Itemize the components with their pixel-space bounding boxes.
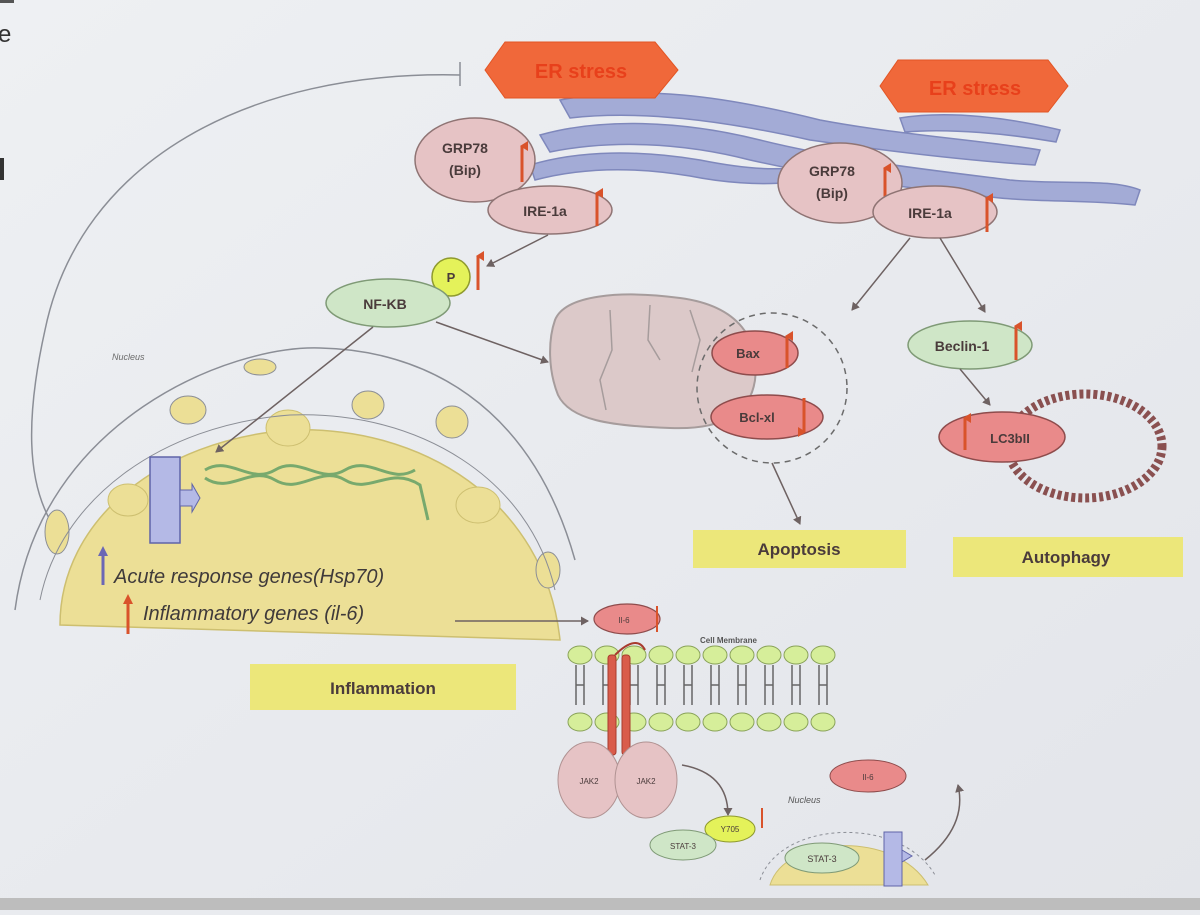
autophagy-label: Autophagy <box>1022 548 1111 567</box>
jak2-left-label: JAK2 <box>579 777 599 786</box>
grp78-left-line2: (Bip) <box>449 162 481 178</box>
lipid-head <box>648 712 674 732</box>
lipid-tail <box>791 665 801 705</box>
inflammatory-genes-arrow-head <box>123 594 133 604</box>
lipid-head <box>756 645 782 665</box>
slide-bottom-edge <box>0 898 1200 910</box>
lipid-head <box>783 712 809 732</box>
nfkb-label: NF-KB <box>363 296 407 312</box>
lipid-tail <box>764 665 774 705</box>
receptor-chains <box>607 642 646 756</box>
lipid-head <box>702 645 728 665</box>
lipid-head <box>810 712 836 732</box>
il6-receptor-node <box>593 603 661 635</box>
nfkb-node <box>325 278 451 328</box>
acute-response-genes-label: Acute response genes(Hsp70) <box>113 566 384 588</box>
acute-genes-arrow-head <box>98 546 108 556</box>
dna-helix <box>204 464 430 521</box>
lipid-head <box>702 712 728 732</box>
inflammation-label: Inflammation <box>330 679 436 698</box>
lipid-tail <box>683 665 693 705</box>
main-nucleus <box>14 347 576 641</box>
jak2-right-label: JAK2 <box>636 777 656 786</box>
grp78-right-node <box>777 142 903 224</box>
small-nucleus-label: Nucleus <box>788 795 821 805</box>
lipid-head <box>675 712 701 732</box>
y705-label: Y705 <box>721 825 740 834</box>
lipid-tail <box>710 665 720 705</box>
bcl2-family-group-circle <box>696 312 848 464</box>
lipid-head <box>567 712 593 732</box>
grp78-right-line1: GRP78 <box>809 163 855 179</box>
ire1a-right-label: IRE-1a <box>908 205 952 221</box>
il6-receptor-label: Il-6 <box>618 616 630 625</box>
pathway-arrows <box>215 234 991 861</box>
lipid-tail <box>575 665 585 705</box>
lipid-head <box>675 645 701 665</box>
bclxl-label: Bcl-xl <box>739 410 774 425</box>
ire1a-right-node <box>872 185 998 239</box>
er-stress-right-label: ER stress <box>929 78 1021 100</box>
apoptosis-box <box>693 530 906 568</box>
transcription-arrow-icon <box>179 482 201 514</box>
mitochondrion <box>549 293 757 430</box>
stat3-left-label: STAT-3 <box>670 842 696 851</box>
cell-boundary-arc <box>30 74 461 521</box>
il6-secreted-label: Il-6 <box>862 773 874 782</box>
lipid-tail <box>818 665 828 705</box>
lipid-head <box>756 712 782 732</box>
beclin1-label: Beclin-1 <box>935 338 990 354</box>
ire1a-left-node <box>487 185 613 235</box>
small-promoter-box <box>883 831 903 887</box>
inflammation-box <box>250 664 516 710</box>
grp78-left-line1: GRP78 <box>442 140 488 156</box>
er-stress-left-label: ER stress <box>535 61 627 83</box>
bclxl-node <box>710 394 824 440</box>
lipid-tail <box>656 665 666 705</box>
lipid-head <box>783 645 809 665</box>
er-stress-right-badge <box>879 59 1069 113</box>
lipid-tail <box>737 665 747 705</box>
lc3bii-node <box>938 411 1066 463</box>
lipid-head <box>810 645 836 665</box>
inflammatory-genes-label: Inflammatory genes (il-6) <box>143 603 364 625</box>
jak2-right-node <box>614 741 678 819</box>
y705-node <box>704 815 756 843</box>
phosphate-node <box>431 257 471 297</box>
slide-edge-mark <box>0 158 4 180</box>
apoptosis-label: Apoptosis <box>757 540 840 559</box>
beclin1-node <box>907 320 1033 370</box>
slide-corner-mark <box>0 0 14 3</box>
er-stress-left-badge <box>484 41 679 99</box>
bax-node <box>711 330 799 376</box>
ire1a-left-label: IRE-1a <box>523 203 567 219</box>
bax-label: Bax <box>736 346 761 361</box>
small-transcription-arrow-icon <box>901 849 913 863</box>
slide-fragment-text: e <box>0 21 11 48</box>
cell-membrane-label: Cell Membrane <box>700 636 757 645</box>
stat3-right-node <box>784 842 860 874</box>
lc3bii-label: LC3bII <box>990 431 1030 446</box>
stat3-left-node <box>649 829 717 861</box>
lipid-head <box>729 712 755 732</box>
phosphate-label: P <box>447 270 456 285</box>
lipid-head <box>567 645 593 665</box>
nucleus-label: Nucleus <box>112 352 145 362</box>
il6-secreted-node <box>829 759 907 793</box>
lipid-head <box>648 645 674 665</box>
promoter-box <box>149 456 181 544</box>
autophagy-box <box>953 537 1183 577</box>
lipid-head <box>729 645 755 665</box>
grp78-right-line2: (Bip) <box>816 185 848 201</box>
stat3-right-label: STAT-3 <box>807 854 836 864</box>
grp78-left-node <box>414 117 536 203</box>
